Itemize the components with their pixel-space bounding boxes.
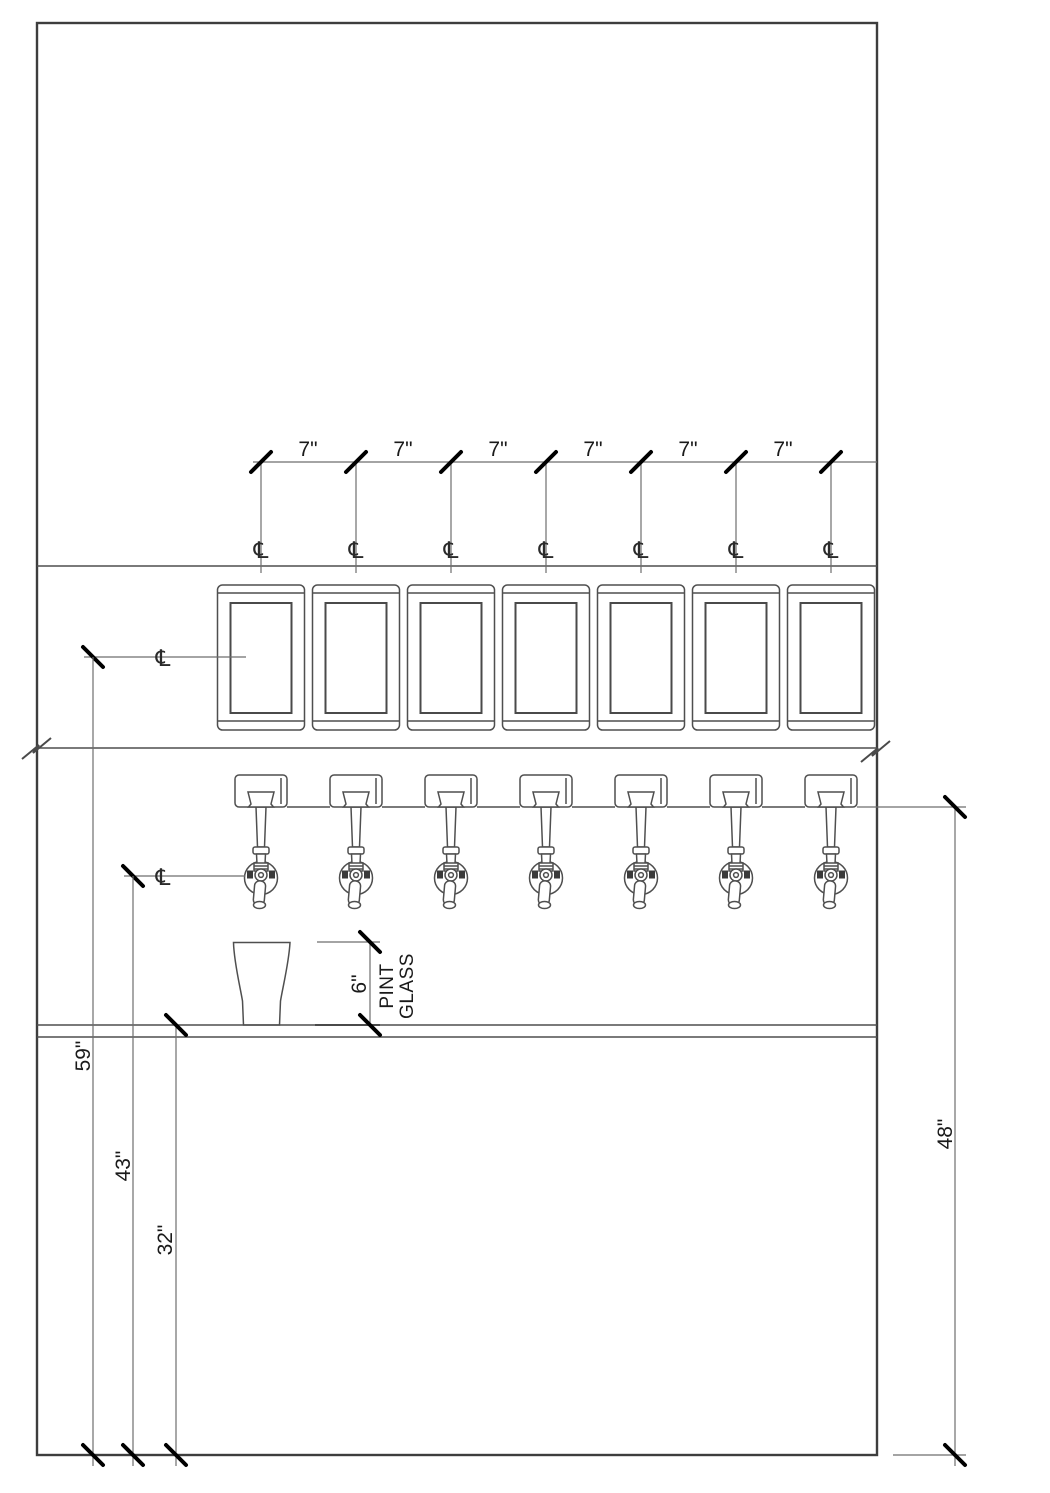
dimension-43: 43" — [112, 876, 145, 1467]
spacing-label: 7" — [393, 438, 412, 461]
tap-centerline-leader: ℄ — [121, 864, 245, 891]
centerline-symbol: ℄ — [728, 538, 744, 564]
spacing-label: 7" — [298, 438, 317, 461]
dimension-48: 48" — [893, 795, 967, 1467]
break-mark-right — [860, 740, 891, 763]
dimension-59: 59" — [72, 657, 105, 1467]
spacing-label: 7" — [773, 438, 792, 461]
beer-faucet — [424, 774, 478, 910]
panel-centerline-leader: ℄ — [81, 645, 246, 672]
pint-glass-label-line2: GLASS — [397, 953, 418, 1019]
beer-faucet — [329, 774, 383, 910]
height-label-43: 43" — [112, 1151, 135, 1182]
centerline-symbol: ℄ — [155, 646, 171, 672]
centerline-symbol: ℄ — [633, 538, 649, 564]
dimension-32: 32" — [154, 1013, 188, 1467]
beer-faucet — [709, 774, 763, 910]
glass-height-label: 6" — [348, 974, 371, 993]
beer-faucet — [519, 774, 573, 910]
centerline-symbol: ℄ — [538, 538, 554, 564]
height-label-32: 32" — [154, 1225, 177, 1256]
centerline-symbol: ℄ — [823, 538, 839, 564]
beer-faucet — [614, 774, 668, 910]
spacing-label: 7" — [488, 438, 507, 461]
spacing-label: 7" — [678, 438, 697, 461]
medallion-panel — [406, 584, 496, 731]
dimension-6: 6" PINT GLASS — [315, 930, 418, 1037]
centerline-symbol: ℄ — [253, 538, 269, 564]
tap-medallion-panels — [216, 584, 876, 731]
height-label-59: 59" — [72, 1041, 95, 1072]
spacing-label: 7" — [583, 438, 602, 461]
centerline-symbol: ℄ — [443, 538, 459, 564]
centerline-symbol: ℄ — [348, 538, 364, 564]
centerline-symbol: ℄ — [155, 865, 171, 891]
wall-structure — [21, 21, 891, 1457]
medallion-panel — [311, 584, 401, 731]
medallion-panel — [501, 584, 591, 731]
beer-faucets — [234, 774, 858, 910]
break-mark-left — [21, 737, 52, 760]
medallion-panel — [596, 584, 686, 731]
beer-faucet — [804, 774, 858, 910]
pint-glass — [232, 941, 291, 1026]
medallion-panel — [691, 584, 781, 731]
pint-glass-label-line1: PINT — [377, 963, 398, 1008]
beer-faucet — [234, 774, 288, 910]
medallion-panel — [786, 584, 876, 731]
spacing-dimension: 7" 7" 7" 7" 7" 7" ℄ ℄ ℄ ℄ ℄ ℄ ℄ — [249, 438, 877, 573]
wall-outline — [35, 21, 879, 1457]
height-label-48: 48" — [934, 1119, 957, 1150]
